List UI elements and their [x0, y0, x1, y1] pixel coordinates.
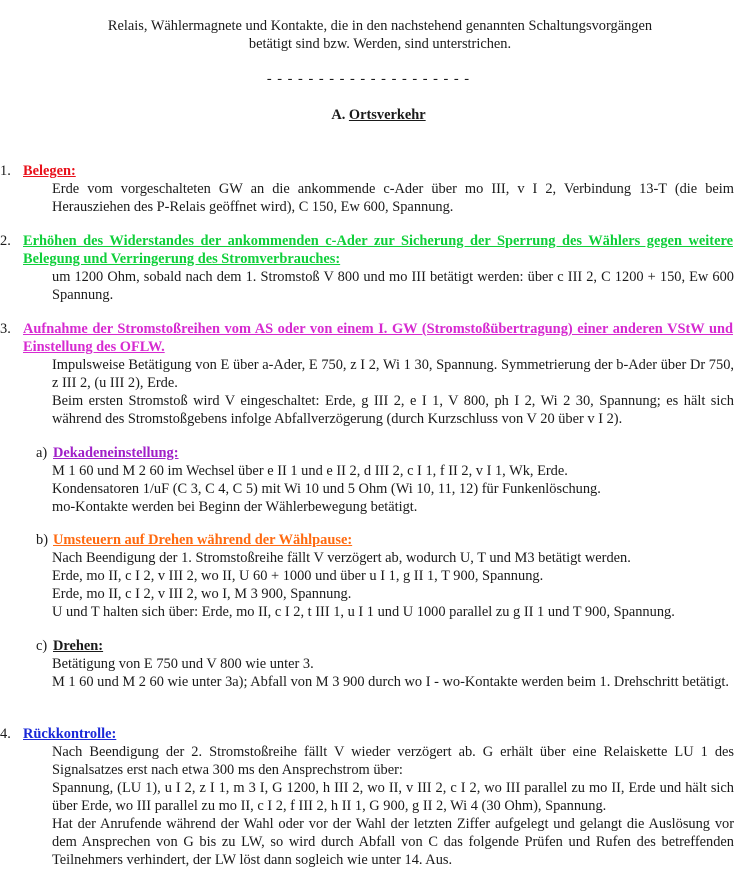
- section-heading: A. Ortsverkehr: [0, 106, 737, 124]
- subsection-a-line-2: Kondensatoren 1/uF (C 3, C 4, C 5) mit W…: [52, 481, 601, 497]
- section-2-text: um 1200 Ohm, sobald nach dem 1. Stromsto…: [52, 269, 734, 303]
- subsection-a-title: Dekadeneinstellung:: [53, 445, 179, 461]
- intro-line-1: Relais, Wählermagnete und Kontakte, die …: [107, 18, 653, 34]
- subsection-b-line-2: Erde, mo II, c I 2, v III 2, wo II, U 60…: [52, 568, 544, 584]
- subsection-b-line-3: Erde, mo II, c I 2, v III 2, wo I, M 3 9…: [52, 586, 352, 602]
- section-3-number: 3.: [0, 321, 11, 337]
- subsection-b-number: b): [36, 532, 48, 548]
- section-1-title: Belegen:: [23, 163, 76, 179]
- subsection-b-line-1: Nach Beendigung der 1. Stromstoßreihe fä…: [52, 550, 631, 566]
- heading-label: Ortsverkehr: [348, 107, 426, 123]
- section-3-paragraph-2: Beim ersten Stromstoß wird V eingeschalt…: [52, 393, 734, 427]
- section-4-paragraph-1: Nach Beendigung der 2. Stromstoßreihe fä…: [52, 744, 734, 778]
- subsection-a-line-3: mo-Kontakte werden bei Beginn der Wähler…: [52, 499, 418, 515]
- subsection-a-number: a): [36, 445, 48, 461]
- section-3-title: Aufnahme der Stromstoßreihen vom AS oder…: [23, 321, 733, 355]
- section-3-paragraph-1: Impulsweise Betätigung von E über a-Ader…: [52, 357, 734, 391]
- heading-prefix: A.: [331, 107, 349, 123]
- section-1-text: Erde vom vorgeschalteten GW an die ankom…: [52, 181, 734, 215]
- section-2-title: Erhöhen des Widerstandes der ankommenden…: [23, 233, 733, 267]
- section-2-number: 2.: [0, 233, 11, 249]
- subsection-a-line-1: M 1 60 und M 2 60 im Wechsel über e II 1…: [52, 463, 568, 479]
- subsection-c-body: Betätigung von E 750 und V 800 wie unter…: [52, 655, 734, 691]
- section-3-body: Impulsweise Betätigung von E über a-Ader…: [52, 356, 734, 428]
- subsection-c-title: Drehen:: [53, 638, 104, 654]
- section-4-paragraph-3: Hat der Anrufende während der Wahl oder …: [52, 816, 734, 868]
- intro-line-2: betätigt sind bzw. Werden, sind unterstr…: [248, 36, 512, 52]
- intro-note: Relais, Wählermagnete und Kontakte, die …: [40, 17, 720, 53]
- subsection-c-line-2: M 1 60 und M 2 60 wie unter 3a); Abfall …: [52, 674, 730, 690]
- subsection-c-number: c): [36, 638, 48, 654]
- section-1-number: 1.: [0, 163, 11, 179]
- section-4-title: Rückkontrolle:: [23, 726, 117, 742]
- section-4-body: Nach Beendigung der 2. Stromstoßreihe fä…: [52, 743, 734, 869]
- subsection-a-body: M 1 60 und M 2 60 im Wechsel über e II 1…: [52, 462, 734, 516]
- subsection-b-body: Nach Beendigung der 1. Stromstoßreihe fä…: [52, 549, 734, 621]
- separator: - - - - - - - - - - - - - - - - - - - -: [266, 71, 471, 87]
- subsection-b-title: Umsteuern auf Drehen während der Wählpau…: [53, 532, 353, 548]
- subsection-b-line-4: U und T halten sich über: Erde, mo II, c…: [52, 604, 675, 620]
- section-4-number: 4.: [0, 726, 11, 742]
- section-4-paragraph-2: Spannung, (LU 1), u I 2, z I 1, m 3 I, G…: [52, 780, 734, 814]
- subsection-c-line-1: Betätigung von E 750 und V 800 wie unter…: [52, 656, 314, 672]
